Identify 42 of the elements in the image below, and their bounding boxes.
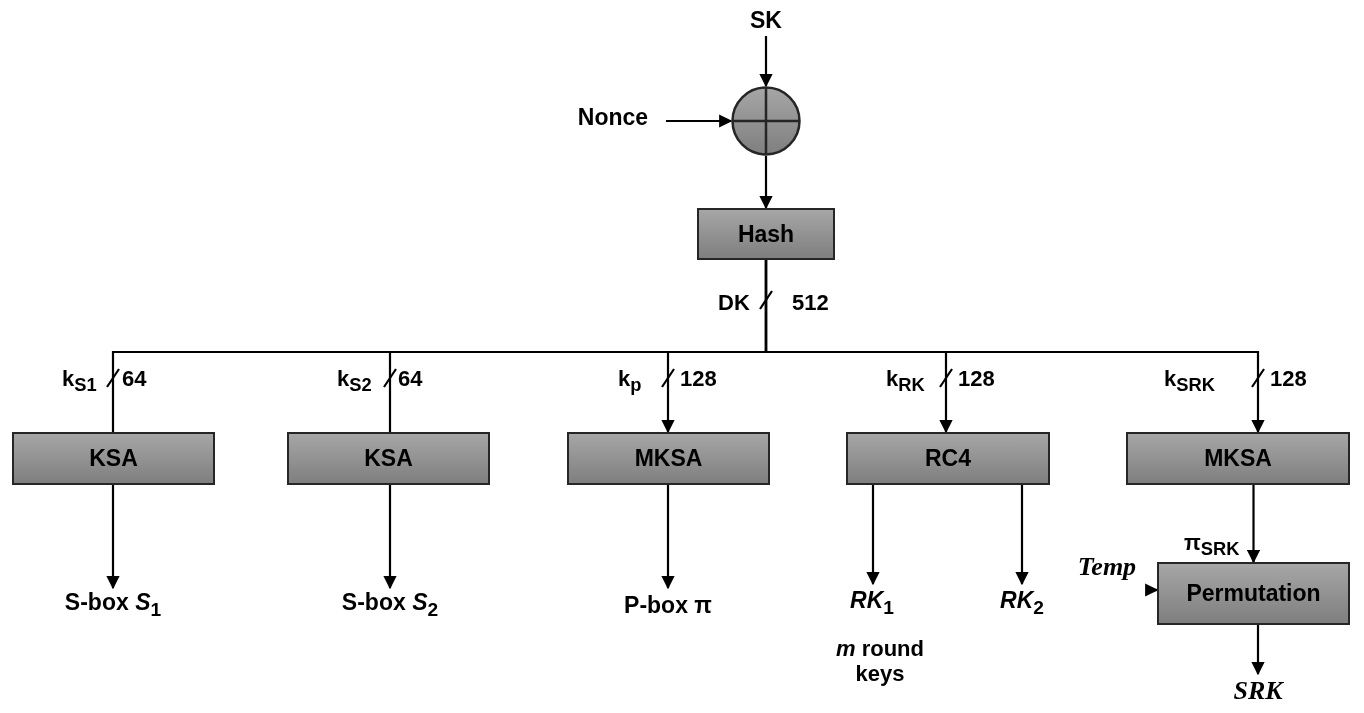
bus-label: k$_{p}$ bbox=[618, 366, 642, 396]
process-box: MKSA bbox=[1126, 432, 1350, 485]
bus-label: π$_{SRK}$ bbox=[1184, 530, 1240, 560]
arrow bbox=[759, 36, 773, 88]
bus-label: DK bbox=[718, 290, 750, 316]
arrow bbox=[764, 260, 1265, 434]
arrow bbox=[1015, 485, 1029, 586]
signal-label: S-box S$_{2}$ bbox=[320, 588, 460, 622]
signal-label: RK$_{2}$ bbox=[982, 584, 1062, 622]
process-box: Permutation bbox=[1157, 562, 1350, 625]
arrow bbox=[759, 156, 773, 210]
signal-label: P-box π bbox=[608, 588, 728, 622]
arrow bbox=[866, 485, 880, 586]
bus-label: m round keys bbox=[835, 636, 925, 687]
bus-label: 128 bbox=[958, 366, 995, 392]
signal-label: S-box S$_{1}$ bbox=[43, 588, 183, 622]
signal-label: SRK bbox=[1222, 674, 1294, 708]
process-box: KSA bbox=[12, 432, 215, 485]
bus-label: k$_{RK}$ bbox=[886, 366, 925, 396]
process-box: KSA bbox=[287, 432, 490, 485]
signal-label: Temp bbox=[1062, 550, 1152, 584]
arrow bbox=[1145, 583, 1159, 597]
signal-label: SK bbox=[741, 4, 791, 36]
signal-label: Nonce bbox=[560, 101, 666, 133]
bus-label: 64 bbox=[122, 366, 147, 392]
process-box: MKSA bbox=[567, 432, 770, 485]
bus-label: 128 bbox=[680, 366, 717, 392]
bus-label: k$_{S1}$ bbox=[62, 366, 97, 396]
bus-label: k$_{S2}$ bbox=[337, 366, 372, 396]
arrow bbox=[1251, 625, 1265, 676]
arrow bbox=[666, 114, 733, 128]
bus-label: 64 bbox=[398, 366, 423, 392]
arrow bbox=[106, 485, 120, 590]
process-box: RC4 bbox=[846, 432, 1050, 485]
arrow bbox=[661, 485, 675, 590]
arrow bbox=[383, 485, 397, 590]
process-box: Hash bbox=[697, 208, 835, 260]
signal-label: RK$_{1}$ bbox=[832, 584, 912, 622]
arrow bbox=[1246, 485, 1261, 564]
bus-label: 128 bbox=[1270, 366, 1307, 392]
bus-label: 512 bbox=[792, 290, 829, 316]
bus-label: k$_{SRK}$ bbox=[1164, 366, 1215, 396]
